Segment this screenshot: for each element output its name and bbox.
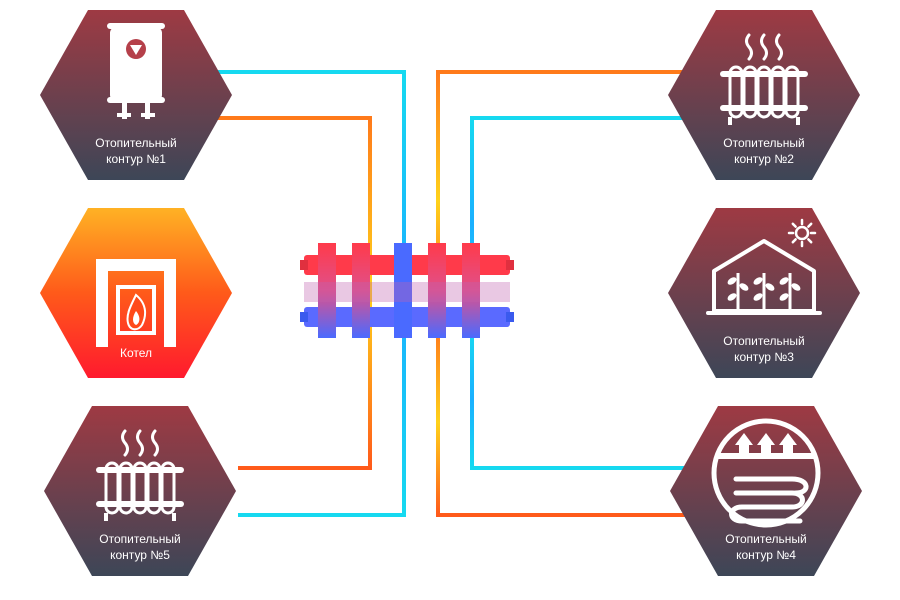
manifold-icon xyxy=(300,243,514,338)
hexagon-shape xyxy=(668,10,860,180)
node-circuit-1: Отопительный контур №1 xyxy=(40,10,232,180)
node-label-line: Отопительный xyxy=(95,136,176,150)
node-label-line: контур №2 xyxy=(734,152,794,166)
radiator-icon xyxy=(96,429,184,521)
node-label-line: Отопительный xyxy=(725,532,806,546)
node-label-line: Отопительный xyxy=(723,136,804,150)
pipe-circuit-4-supply xyxy=(436,328,686,517)
node-circuit-4: Отопительный контур №4 xyxy=(670,406,862,576)
node-label-line: Котел xyxy=(120,346,152,360)
node-circuit-2: Отопительный контур №2 xyxy=(668,10,860,180)
node-label-line: контур №3 xyxy=(734,350,794,364)
node-label-line: контур №5 xyxy=(110,548,170,562)
hexagon-shape xyxy=(40,208,232,378)
radiator-icon xyxy=(720,33,808,125)
greenhouse-icon xyxy=(706,218,822,315)
node-label-line: контур №4 xyxy=(736,548,796,562)
node-label-line: Отопительный xyxy=(99,532,180,546)
node-label-line: Отопительный xyxy=(723,334,804,348)
node-boiler: Котел xyxy=(40,208,232,378)
node-circuit-3: Отопительный контур №3 xyxy=(668,208,860,378)
hexagon-shape xyxy=(44,406,236,576)
node-circuit-5: Отопительный контур №5 xyxy=(44,406,236,576)
water-heater-icon xyxy=(107,23,165,119)
underfloor-heating-icon xyxy=(711,418,821,528)
node-label-line: контур №1 xyxy=(106,152,166,166)
pipe-circuit-4-return xyxy=(470,328,686,470)
boiler-icon xyxy=(96,259,176,347)
